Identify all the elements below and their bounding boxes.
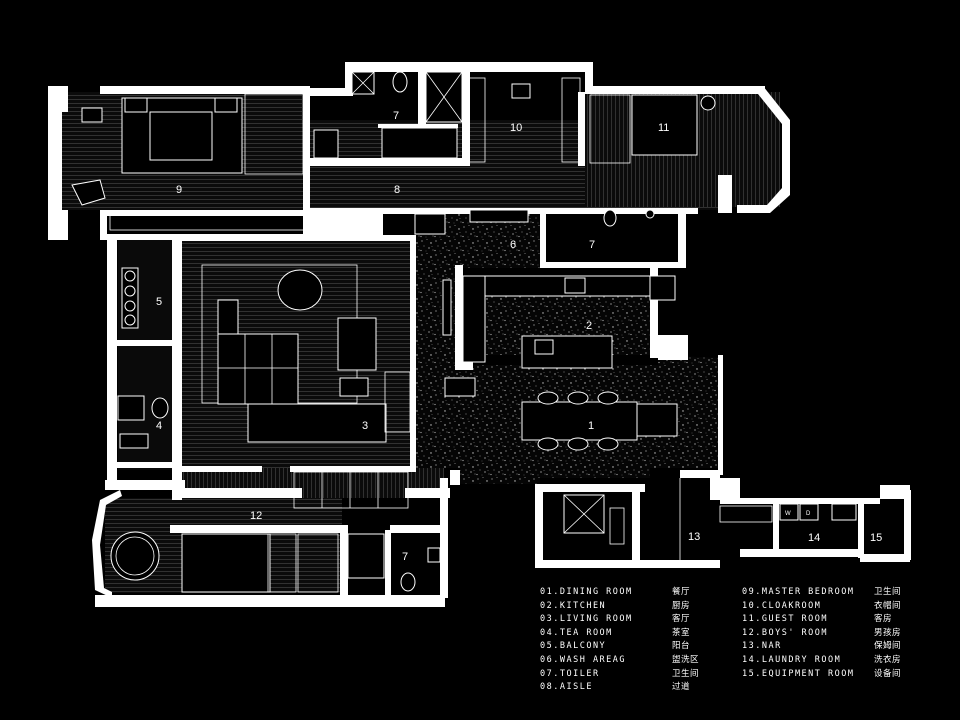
legend-row: 02.KITCHEN 厨房 [540, 600, 699, 614]
legend-cn: 过道 [672, 682, 691, 693]
room-label-toilet-top: 7 [393, 110, 399, 122]
legend-en: 10.CLOAKROOM [742, 600, 822, 611]
legend-en: 03.LIVING ROOM [540, 614, 633, 625]
legend-row: 13.NAR 保姆间 [742, 640, 901, 654]
room-label-guest-room: 11 [658, 122, 669, 134]
legend-row: 05.BALCONY 阳台 [540, 640, 699, 654]
dryer-label: D [806, 511, 811, 517]
legend-row: 08.AISLE 过道 [540, 681, 699, 695]
room-label-dining: 1 [588, 420, 594, 432]
legend-en: 06.WASH AREAG [540, 654, 627, 665]
legend-row: 10.CLOAKROOM 衣帽间 [742, 600, 901, 614]
legend-en: 07.TOILER [540, 668, 600, 679]
legend-cn: 茶室 [672, 627, 691, 638]
legend-en: 11.GUEST ROOM [742, 614, 829, 625]
legend-cn: 阳台 [672, 641, 691, 652]
legend-row: 14.LAUNDRY ROOM 洗衣房 [742, 654, 901, 668]
legend-right: 09.MASTER BEDROOM 卫生间 10.CLOAKROOM 衣帽间 11.… [742, 586, 901, 681]
sofa [247, 403, 387, 443]
walls [48, 62, 911, 607]
legend-cn: 卫生间 [672, 668, 700, 679]
legend-cn: 衣帽间 [874, 600, 902, 611]
legend-en: 15.EQUIPMENT ROOM [742, 668, 855, 679]
room-label-living: 3 [362, 420, 368, 432]
legend-en: 12.BOYS' ROOM [742, 627, 829, 638]
legend-cn: 客房 [874, 614, 893, 625]
room-label-boys-room: 12 [250, 510, 262, 522]
legend-en: 01.DINING ROOM [540, 587, 633, 597]
legend-cn: 保姆间 [874, 641, 902, 652]
legend-row: 01.DINING ROOM 餐厅 [540, 586, 699, 600]
legend-row: 09.MASTER BEDROOM 卫生间 [742, 586, 901, 600]
legend-en: 04.TEA ROOM [540, 627, 613, 638]
legend-en: 02.KITCHEN [540, 600, 607, 611]
room-label-kitchen: 2 [586, 320, 592, 332]
room-label-toilet-lower: 7 [402, 551, 408, 563]
room-labels: 1 2 3 4 5 6 7 7 7 8 9 10 11 12 13 14 15 … [156, 110, 882, 563]
legend-en: 08.AISLE [540, 682, 593, 693]
room-label-balcony: 5 [156, 296, 162, 308]
room-label-tea-room: 4 [156, 420, 162, 432]
legend-en: 05.BALCONY [540, 641, 607, 652]
legend-row: 04.TEA ROOM 茶室 [540, 627, 699, 641]
legend-cn: 男孩房 [874, 627, 902, 638]
legend-en: 13.NAR [742, 641, 782, 652]
legend-en: 14.LAUNDRY ROOM [742, 654, 842, 665]
legend-cn: 洗衣房 [874, 654, 902, 665]
legend-cn: 厨房 [672, 600, 691, 611]
legend-cn: 盥洗区 [672, 654, 700, 665]
legend-left: 01.DINING ROOM 餐厅 02.KITCHEN 厨房 03.LIVING … [540, 586, 699, 695]
room-label-toilet-middle: 7 [589, 239, 595, 251]
legend-row: 11.GUEST ROOM 客房 [742, 613, 901, 627]
room-label-laundry: 14 [808, 532, 820, 544]
room-label-master-bedroom: 9 [176, 184, 182, 196]
room-label-equipment: 15 [870, 532, 882, 544]
legend-cn: 客厅 [672, 614, 691, 625]
legend-row: 07.TOILER 卫生间 [540, 668, 699, 682]
legend-en: 09.MASTER BEDROOM [742, 587, 855, 597]
round-tub [110, 531, 160, 581]
legend-row: 15.EQUIPMENT ROOM 设备间 [742, 668, 901, 682]
legend-row: 06.WASH AREAG 盥洗区 [540, 654, 699, 668]
furniture [71, 71, 857, 593]
legend-cn: 卫生间 [874, 587, 902, 597]
legend-cn: 餐厅 [672, 587, 691, 597]
washer-label: W [785, 511, 791, 517]
legend-row: 03.LIVING ROOM 客厅 [540, 613, 699, 627]
dining-table [521, 401, 638, 441]
room-label-wash-area: 6 [510, 239, 516, 251]
room-label-cloakroom: 10 [510, 122, 522, 134]
armchair [71, 179, 106, 206]
room-label-nar: 13 [688, 531, 700, 543]
living-round-table [277, 269, 323, 311]
legend-cn: 设备间 [874, 668, 902, 679]
legend-row: 12.BOYS' ROOM 男孩房 [742, 627, 901, 641]
room-label-aisle: 8 [394, 184, 400, 196]
